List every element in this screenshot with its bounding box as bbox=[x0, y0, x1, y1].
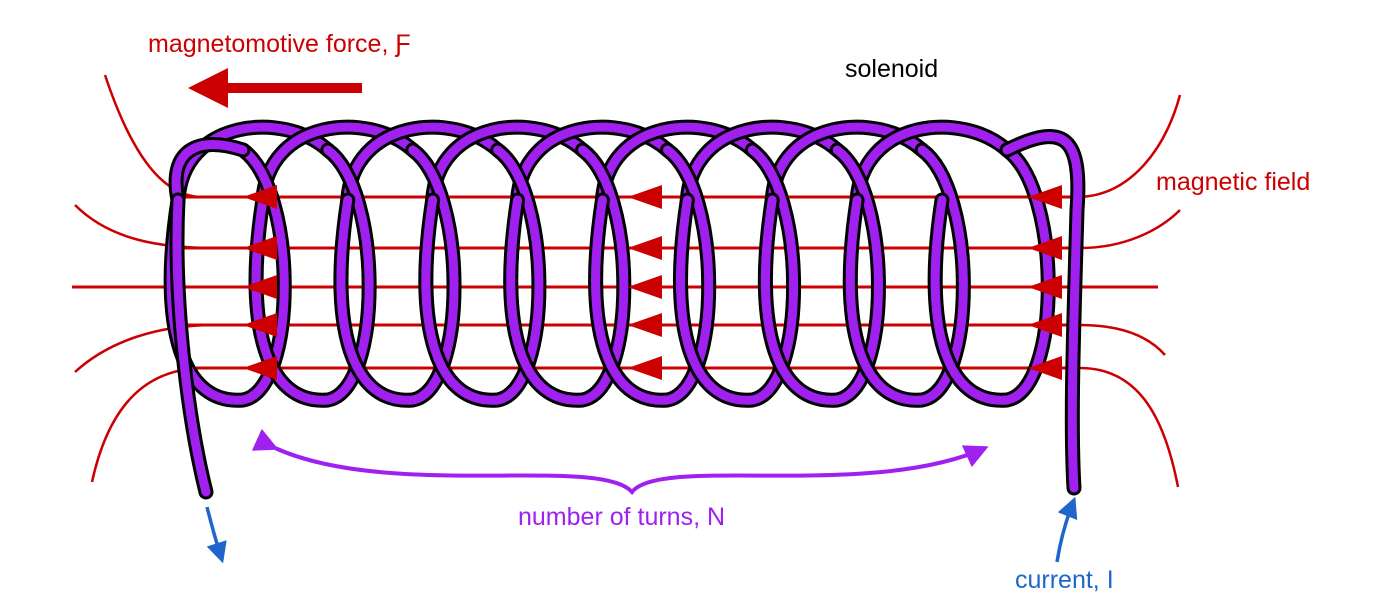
field-arrowhead-3-3 bbox=[1028, 275, 1062, 299]
current-label: current, I bbox=[1015, 566, 1114, 594]
coil-turn-7 bbox=[673, 142, 802, 408]
field-arrowhead-2-3 bbox=[1028, 236, 1062, 260]
coil-lead-left bbox=[169, 192, 214, 500]
field-arrowhead-3-2 bbox=[628, 275, 662, 299]
coil-turn-6 bbox=[588, 142, 717, 408]
field-arrowhead-2-2 bbox=[628, 236, 662, 260]
coil-turn-9 bbox=[842, 142, 971, 408]
field-line-outer-left-top bbox=[103, 74, 201, 199]
field-arrowhead-5-1 bbox=[243, 356, 277, 380]
field-line-outer-right-2 bbox=[1079, 209, 1181, 250]
current-out-arrow bbox=[205, 506, 227, 564]
turns-brace bbox=[251, 428, 989, 496]
outer-field-lines bbox=[74, 74, 1182, 488]
field-line-outer-right-top bbox=[1079, 94, 1182, 199]
field-arrowhead-1-3 bbox=[1028, 185, 1062, 209]
current-in-arrow bbox=[1055, 496, 1078, 563]
magnetic-field-label: magnetic field bbox=[1156, 168, 1311, 196]
solenoid-label: solenoid bbox=[845, 55, 939, 83]
field-arrowhead-2-1 bbox=[243, 236, 277, 260]
field-arrowhead-5-3 bbox=[1028, 356, 1062, 380]
field-arrowhead-1-1 bbox=[243, 185, 277, 209]
coil-turn-2 bbox=[248, 142, 377, 408]
field-arrowheads bbox=[243, 185, 1062, 380]
number-of-turns-label: number of turns, N bbox=[518, 503, 726, 531]
solenoid-coil bbox=[163, 119, 1086, 500]
field-line-outer-right-bottom bbox=[1079, 366, 1180, 488]
field-arrowhead-4-1 bbox=[243, 313, 277, 337]
field-line-outer-right-4 bbox=[1079, 323, 1166, 356]
field-arrowhead-4-3 bbox=[1028, 313, 1062, 337]
coil-turn-4 bbox=[418, 142, 547, 408]
field-line-outer-left-2 bbox=[74, 204, 216, 250]
coil-turn-10 bbox=[927, 142, 1056, 408]
field-arrowhead-1-2 bbox=[628, 185, 662, 209]
field-arrowhead-4-2 bbox=[628, 313, 662, 337]
coil-lead-top-left bbox=[168, 136, 251, 208]
mmf-arrow bbox=[188, 68, 362, 108]
field-arrowhead-5-2 bbox=[628, 356, 662, 380]
field-arrowhead-3-1 bbox=[243, 275, 277, 299]
coil-lead-right bbox=[999, 129, 1086, 496]
coil-turn-8 bbox=[757, 142, 886, 408]
coil-turn-5 bbox=[503, 142, 632, 408]
mmf-label: magnetomotive force, Ƒ bbox=[148, 30, 411, 58]
coil-turn-3 bbox=[333, 142, 462, 408]
